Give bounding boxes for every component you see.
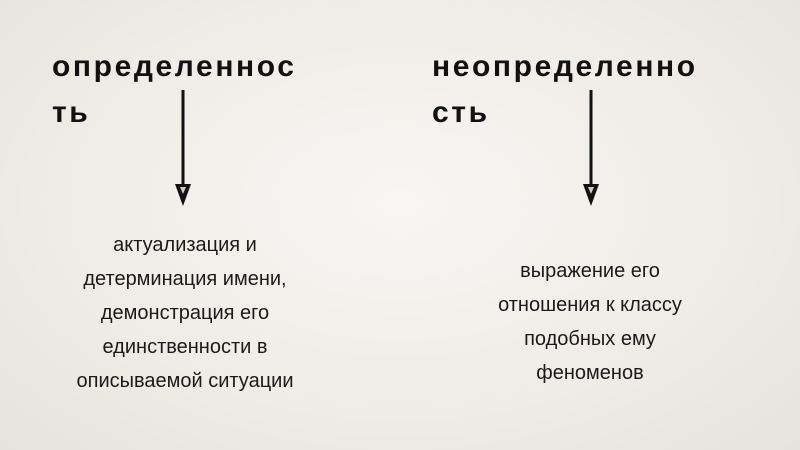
description-line: подобных ему [524,328,656,350]
description-line: феноменов [536,362,644,384]
arrow-down-icon [175,90,191,206]
heading-indefiniteness-line2: сть [432,96,490,129]
heading-definiteness-line1: определеннос [52,50,297,83]
arrow-down-icon [583,90,599,206]
description-line: выражение его [520,260,660,282]
description-line: демонстрация его [100,302,270,324]
description-line: единственности в [102,336,268,358]
description-line: отношения к классу [498,294,682,316]
indefiniteness-description: выражение его отношения к классу подобны… [440,254,740,390]
description-line: детерминация имени, [83,268,287,290]
heading-indefiniteness: неопределенно сть [432,44,752,136]
definiteness-description: актуализация и детерминация имени, демон… [20,228,350,398]
description-line: актуализация и [113,234,257,256]
heading-definiteness-line2: ть [52,96,91,129]
description-line: описываемой ситуации [76,370,294,392]
heading-definiteness: определеннос ть [52,44,372,136]
heading-indefiniteness-line1: неопределенно [432,50,698,83]
